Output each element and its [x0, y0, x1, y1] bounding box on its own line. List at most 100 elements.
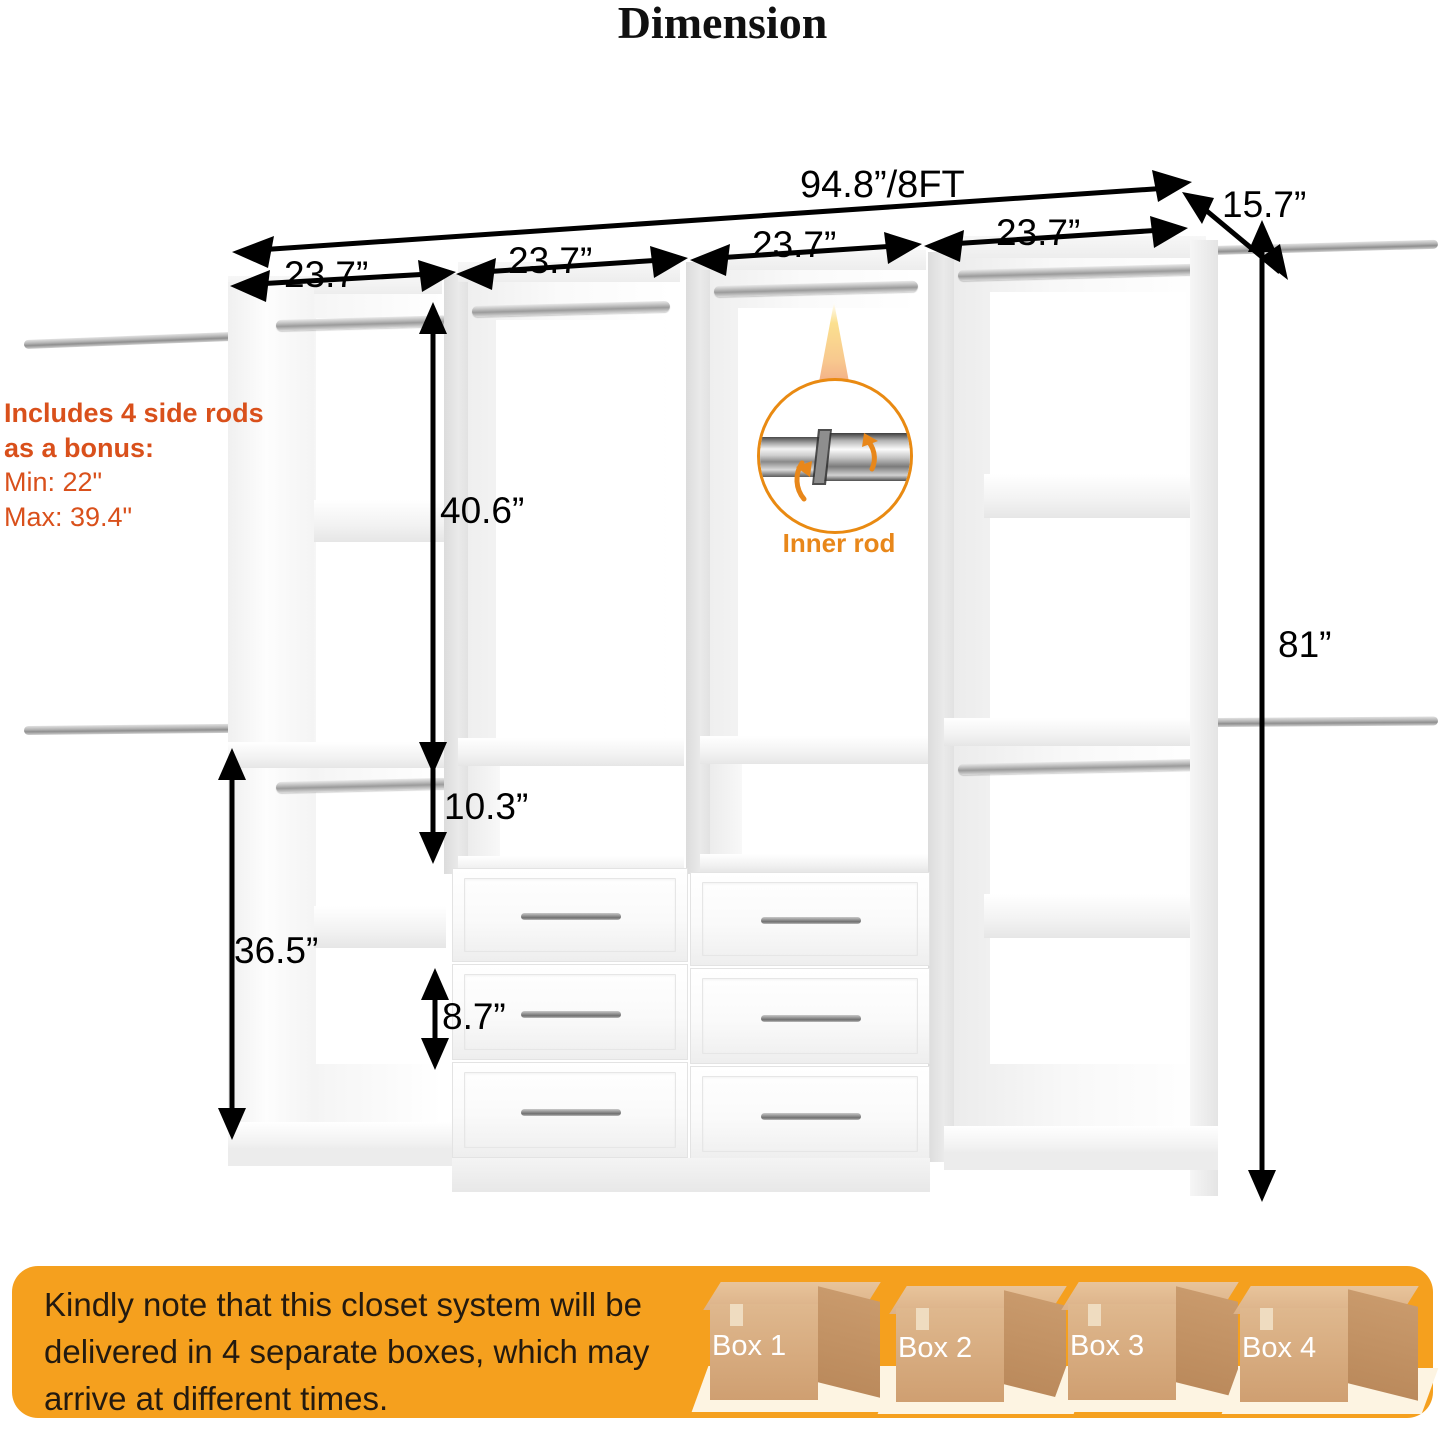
shipping-notice-text: Kindly note that this closet system will… — [44, 1286, 650, 1417]
dim-drawer-height: 8.7” — [402, 960, 582, 1090]
section-3-drawer-top-shelf — [700, 854, 930, 872]
section-4-lower-mid-shelf — [984, 894, 1190, 938]
box-2-side — [1004, 1290, 1066, 1400]
drawer-1[interactable] — [452, 868, 688, 962]
box-1-front — [710, 1304, 818, 1400]
section-1-cavity-lower — [316, 538, 442, 744]
section-4-left-divider — [928, 252, 954, 1162]
dim-total-height-label: 81” — [1278, 624, 1332, 665]
dim-depth: 15.7” — [1160, 180, 1320, 310]
dim-total-width: 94.8”/8FT — [0, 0, 1445, 300]
section-2-cavity — [496, 320, 664, 740]
drawer-3[interactable] — [452, 964, 688, 1060]
page-title: Dimension — [617, 0, 828, 48]
section-1-cavity-upper — [316, 318, 442, 504]
dim-section-3-label: 23.7” — [752, 224, 837, 265]
section-1-divider-shelf — [228, 742, 450, 768]
section-1-base-front — [228, 1148, 456, 1166]
inner-rod-label: Inner rod — [782, 528, 896, 558]
section-2-open-space — [468, 766, 672, 862]
dim-section-1-label: 23.7” — [284, 254, 369, 295]
box-2-front — [896, 1308, 1004, 1402]
dim-section-widths: 23.7” 23.7” 23.7” 23.7” — [0, 0, 1445, 320]
section-4-base-front — [944, 1152, 1218, 1170]
closet-section-2 — [444, 262, 684, 1172]
shipping-boxes-illustration: Box 1 Box 2 Box 3 Box 4 — [691, 1276, 1440, 1416]
drawer-handle-3[interactable] — [521, 1011, 621, 1018]
box-1-side — [818, 1286, 880, 1398]
drawer-4[interactable] — [690, 968, 930, 1064]
box-3-tape — [1088, 1304, 1101, 1326]
drawer-handle-2[interactable] — [761, 917, 861, 924]
dim-lower-height: 36.5” — [198, 740, 408, 1170]
drawer-handle-1[interactable] — [521, 913, 621, 920]
inner-rod-graphic-icon — [760, 429, 910, 502]
box-3-side — [1176, 1286, 1238, 1398]
closet-section-1 — [228, 276, 456, 1166]
drawer-6[interactable] — [690, 1066, 930, 1162]
box-3-front — [1068, 1304, 1176, 1400]
box-2-tape — [916, 1308, 929, 1330]
dim-section-2-label: 23.7” — [508, 240, 593, 281]
section-1-lower-mid-shelf — [312, 906, 446, 948]
section-4-cavity-lower2 — [990, 768, 1186, 898]
section-1-left-panel — [228, 282, 314, 752]
shipping-box-3: Box 3 — [1049, 1280, 1268, 1416]
section-3-open-space-back — [710, 764, 742, 860]
section-4-cavity-upper — [990, 292, 1186, 478]
section-1-mid-shelf — [312, 500, 446, 542]
magnifier-circle-icon — [757, 378, 913, 534]
section-3-left-divider — [686, 262, 710, 874]
shipping-box-2: Box 2 — [877, 1284, 1096, 1420]
drawer-handle-5[interactable] — [521, 1109, 621, 1116]
box-2-label: Box 2 — [898, 1332, 973, 1364]
dim-section-4-label: 23.7” — [996, 212, 1081, 253]
dim-hanging-height-label: 40.6” — [440, 490, 525, 531]
side-rod-lower-left — [23, 723, 237, 735]
section-1-cavity-lower3 — [316, 944, 442, 1064]
side-rods-note-line1: Includes 4 side rods — [4, 398, 264, 428]
shipping-box-4: Box 4 — [1221, 1284, 1440, 1420]
section-3-open-space — [710, 764, 918, 860]
section-1-cavity-lower2 — [316, 786, 442, 910]
drawer-5[interactable] — [452, 1062, 688, 1158]
drawer-bank — [452, 868, 930, 1192]
section-2-top-shelf — [458, 262, 680, 282]
dim-hanging-height: 40.6” — [400, 300, 560, 780]
side-rod-upper-left — [23, 331, 237, 349]
side-rods-note-min: Min: 22" — [4, 467, 103, 498]
drawer-2[interactable] — [690, 872, 930, 966]
inner-rod-callout: Inner rod — [748, 300, 923, 565]
section-3-divider-shelf — [700, 736, 930, 764]
dim-total-height: 81” — [1238, 214, 1438, 1224]
box-4-tape — [1260, 1308, 1273, 1330]
section-4-mid-shelf — [984, 474, 1190, 518]
box-4-front — [1240, 1308, 1348, 1402]
section-1-left-panel-lower — [228, 768, 314, 1134]
box-1-label: Box 1 — [712, 1330, 787, 1362]
section-2-divider-shelf — [458, 738, 684, 766]
shipping-box-1: Box 1 — [691, 1280, 910, 1416]
side-rods-note-max: Max: 39.4" — [4, 501, 133, 532]
drawer-handle-4[interactable] — [761, 1015, 861, 1022]
box-4-label: Box 4 — [1242, 1332, 1317, 1364]
section-4-cavity-lower3 — [990, 936, 1186, 1064]
box-1-tape — [730, 1304, 743, 1326]
dim-total-width-label: 94.8”/8FT — [800, 164, 965, 206]
drawer-handle-6[interactable] — [761, 1113, 861, 1120]
closet-system-illustration — [23, 236, 1439, 1196]
dim-shelf-gap-label: 10.3” — [444, 786, 529, 827]
side-rods-note-line2: as a bonus: — [4, 432, 155, 463]
box-4-side — [1348, 1289, 1418, 1401]
dim-depth-label: 15.7” — [1222, 184, 1307, 225]
section-4-divider-shelf — [944, 718, 1212, 746]
side-rods-note: Includes 4 side rods as a bonus: Min: 22… — [4, 396, 284, 534]
section-2-open-space-back — [468, 766, 500, 862]
dim-drawer-height-label: 8.7” — [442, 996, 506, 1037]
section-4-right-panel — [1190, 240, 1218, 1196]
drawer-bank-plinth — [452, 1158, 930, 1192]
box-3-label: Box 3 — [1070, 1330, 1145, 1362]
closet-section-4 — [928, 236, 1218, 1196]
dim-lower-height-label: 36.5” — [234, 930, 319, 971]
section-4-cavity-lower — [990, 514, 1186, 720]
